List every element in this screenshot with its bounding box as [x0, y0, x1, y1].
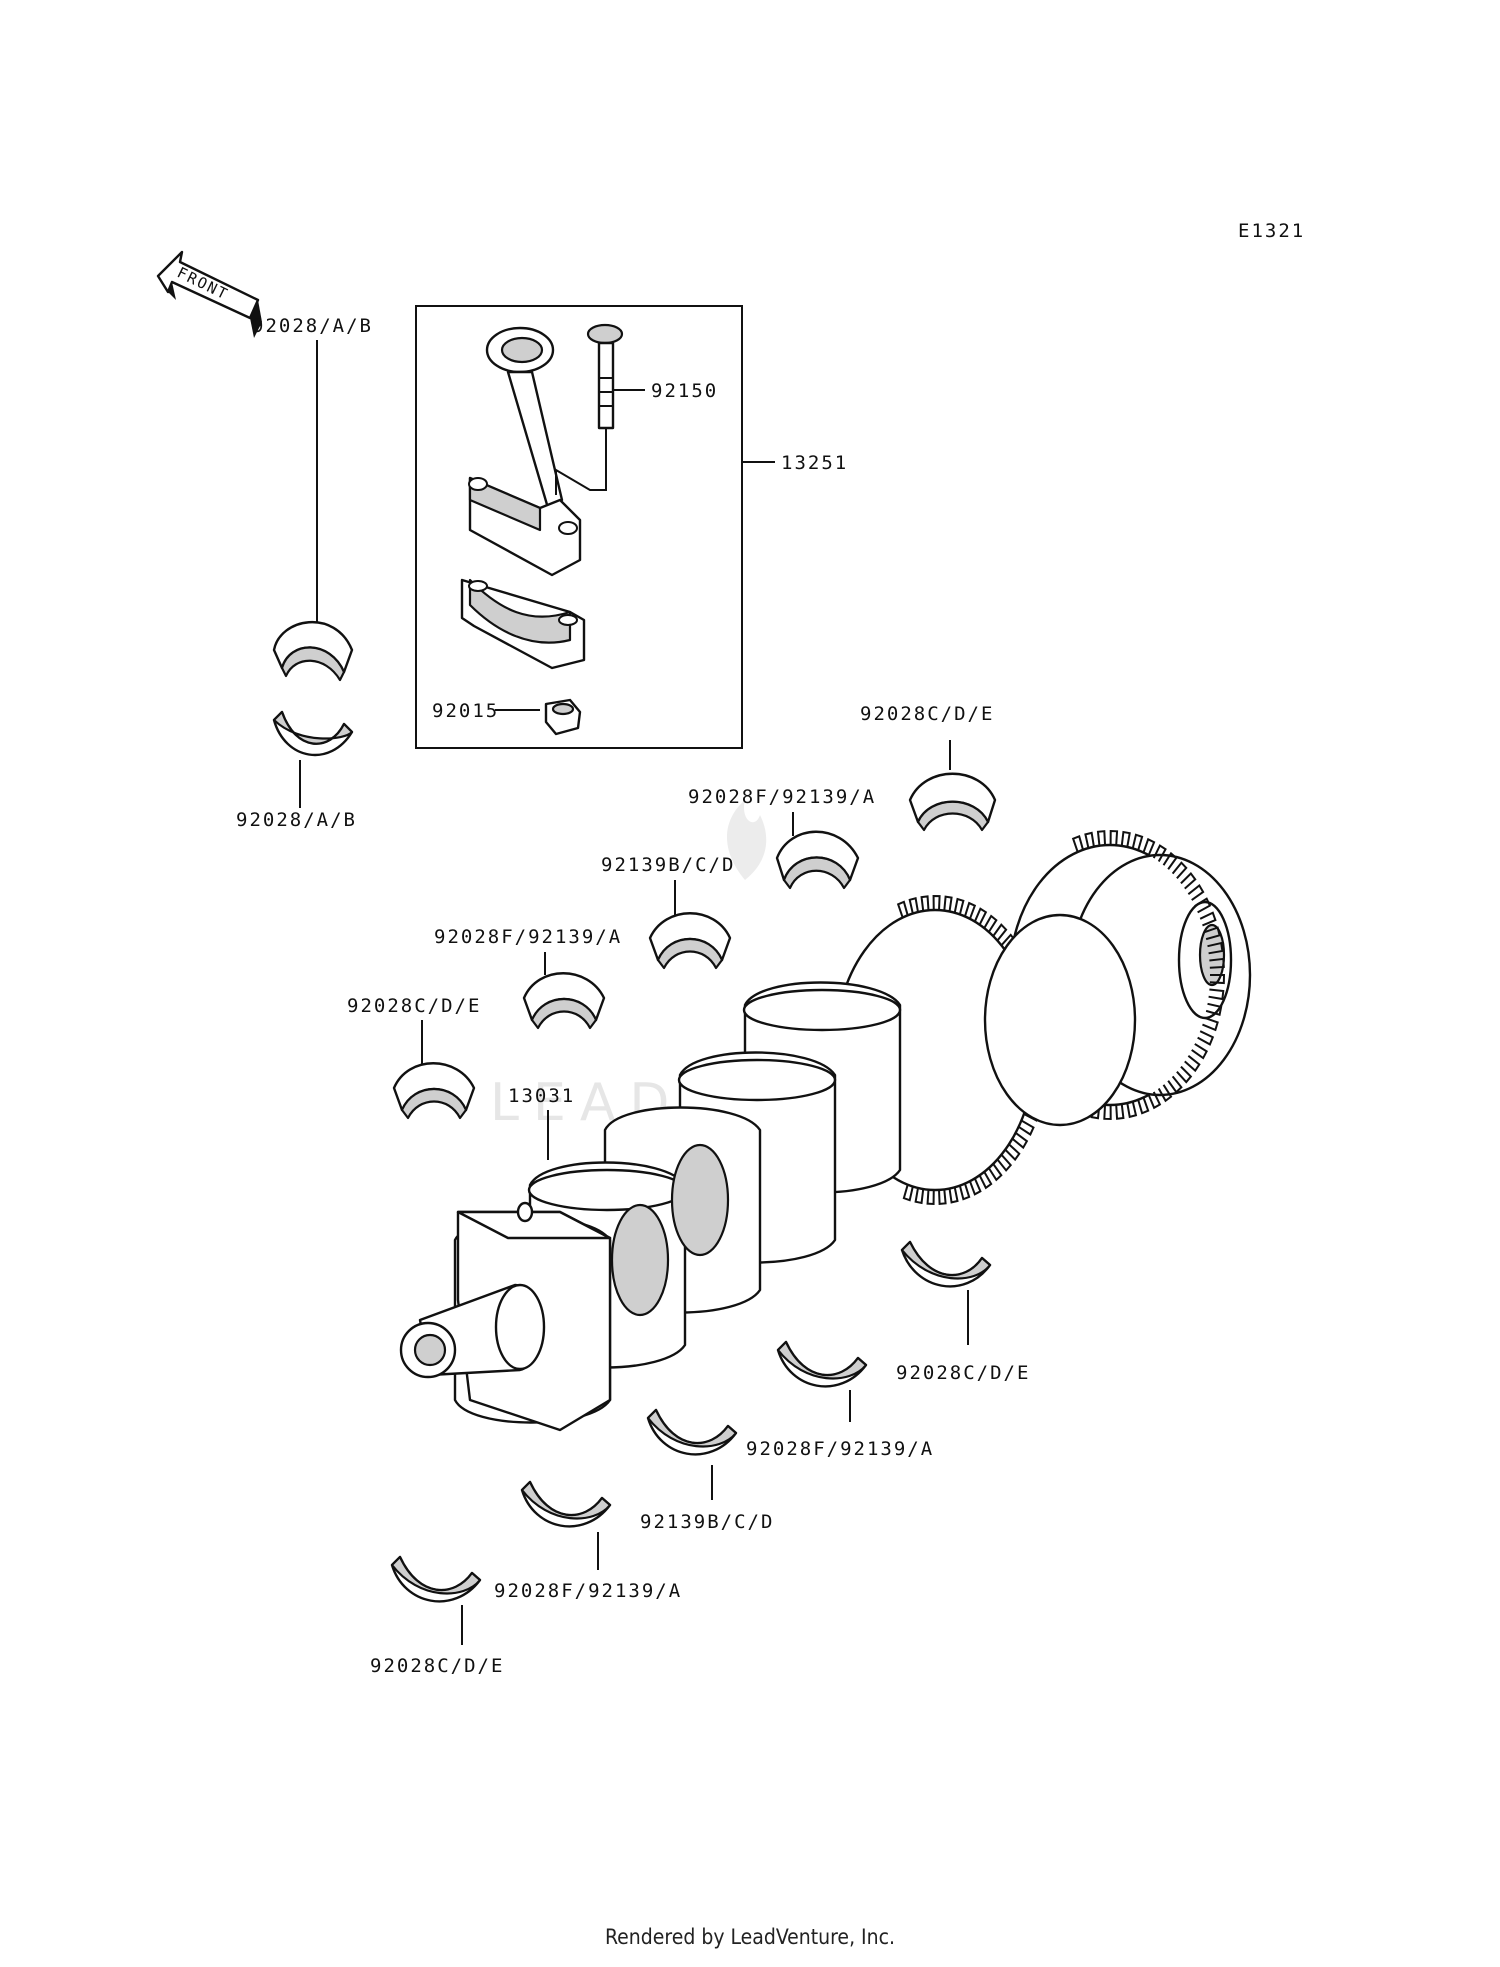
- gear-tooth: [973, 907, 988, 926]
- gear-tooth: [1131, 833, 1144, 851]
- main-bearing-lower-1-icon: [390, 1555, 482, 1603]
- front-label: FRONT: [174, 263, 231, 303]
- main-bearing-lower-5-icon: [900, 1240, 992, 1288]
- gear-tooth: [914, 1187, 925, 1205]
- gear-tooth: [1018, 1119, 1035, 1136]
- gear-tooth: [920, 895, 930, 912]
- label-main-lower-4: 92028F/92139/A: [746, 1438, 934, 1460]
- gear-tooth: [958, 1183, 971, 1201]
- gear-tooth: [1071, 835, 1084, 853]
- label-main-upper-2: 92028F/92139/A: [434, 926, 622, 948]
- main-bearing-upper-2-icon: [522, 972, 606, 1030]
- gear-tooth: [987, 1163, 1003, 1182]
- gear-tooth: [1187, 884, 1205, 901]
- diagram-code: E1321: [1238, 220, 1305, 242]
- label-main-upper-5: 92028C/D/E: [860, 703, 994, 725]
- gear-tooth: [948, 1187, 959, 1204]
- gear-tooth: [1167, 1075, 1183, 1094]
- gear-tooth: [963, 901, 977, 920]
- gear-tooth: [1199, 911, 1217, 927]
- main-bearing-upper-4-icon: [775, 830, 860, 890]
- gear-tooth: [1126, 1101, 1138, 1119]
- gear-tooth: [1096, 830, 1107, 846]
- gear-tooth: [932, 894, 941, 911]
- gear-tooth: [996, 1154, 1013, 1172]
- gear-tooth: [1207, 941, 1224, 955]
- main-bearing-lower-2-icon: [520, 1480, 612, 1528]
- label-conrod-assy: 13251: [781, 452, 848, 474]
- gear-tooth: [1191, 1043, 1208, 1060]
- gear-tooth: [1205, 1002, 1223, 1016]
- label-main-lower-3: 92139B/C/D: [640, 1511, 774, 1533]
- gear-tooth: [1209, 957, 1225, 969]
- gear-tooth: [1103, 1104, 1112, 1121]
- gear-tooth: [953, 897, 965, 915]
- gear-tooth: [983, 914, 998, 933]
- conrod-bolt-icon: [555, 323, 624, 495]
- gear-tooth: [1197, 1030, 1215, 1046]
- gear-tooth: [1142, 837, 1156, 856]
- gear-tooth: [908, 896, 919, 914]
- label-conrod-nut: 92015: [432, 700, 499, 722]
- footer-credit: Rendered by LeadVenture, Inc.: [605, 1925, 895, 1949]
- gear-tooth: [938, 1189, 947, 1205]
- gear-tooth: [1084, 831, 1095, 849]
- gear-tooth: [902, 1184, 914, 1202]
- label-main-upper-3: 92139B/C/D: [601, 854, 735, 876]
- main-bearing-lower-3-icon: [646, 1408, 738, 1456]
- rod-bearing-upper-icon: [272, 621, 354, 682]
- gear-tooth: [1209, 974, 1226, 985]
- gear-tooth: [896, 900, 909, 918]
- gear-tooth: [1115, 1103, 1125, 1120]
- gear-tooth: [969, 1178, 982, 1196]
- main-bearing-upper-5-icon: [908, 772, 997, 832]
- main-bearing-upper-3-icon: [648, 912, 732, 970]
- main-bearing-lower-4-icon: [776, 1340, 868, 1388]
- label-main-lower-5: 92028C/D/E: [896, 1362, 1030, 1384]
- gear-tooth: [1176, 1065, 1193, 1084]
- connecting-rod-icon: [468, 326, 582, 577]
- gear-tooth: [1180, 871, 1197, 890]
- label-conrod-bolt: 92150: [651, 380, 718, 402]
- label-main-lower-1: 92028C/D/E: [370, 1655, 504, 1677]
- gear-tooth: [1011, 1132, 1029, 1150]
- gear-tooth: [1109, 829, 1119, 846]
- gear-tooth: [1204, 926, 1221, 941]
- gear-tooth: [1004, 1143, 1021, 1162]
- gear-tooth: [1202, 1016, 1219, 1032]
- rod-bearing-lower-icon: [272, 710, 354, 757]
- main-bearing-upper-1-icon: [392, 1062, 476, 1120]
- label-crankshaft: 13031: [508, 1085, 575, 1107]
- rod-cap-icon: [460, 578, 586, 670]
- gear-tooth: [1157, 1084, 1173, 1103]
- gear-tooth: [1137, 1097, 1150, 1115]
- gear-tooth: [1171, 861, 1188, 880]
- gear-tooth: [978, 1171, 993, 1190]
- label-main-lower-2: 92028F/92139/A: [494, 1580, 682, 1602]
- gear-tooth: [1120, 830, 1131, 848]
- conrod-assembly-frame: [415, 305, 743, 749]
- conrod-nut-icon: [544, 698, 582, 736]
- gear-tooth: [1208, 988, 1225, 1001]
- crankshaft-icon: [399, 829, 1252, 1432]
- gear-tooth: [1184, 1055, 1201, 1073]
- label-rod-bearing-lower: 92028/A/B: [236, 809, 357, 831]
- gear-tooth: [926, 1189, 935, 1206]
- label-main-upper-1: 92028C/D/E: [347, 995, 481, 1017]
- gear-tooth: [1152, 844, 1167, 862]
- label-main-upper-4: 92028F/92139/A: [688, 786, 876, 808]
- gear-tooth: [992, 923, 1008, 942]
- gear-tooth: [1194, 897, 1212, 914]
- gear-tooth: [943, 895, 953, 912]
- gear-tooth: [1147, 1091, 1162, 1110]
- label-rod-bearing-upper: 92028/A/B: [252, 315, 373, 337]
- front-arrow-icon: FRONT: [156, 250, 262, 338]
- gear-tooth: [1162, 851, 1178, 870]
